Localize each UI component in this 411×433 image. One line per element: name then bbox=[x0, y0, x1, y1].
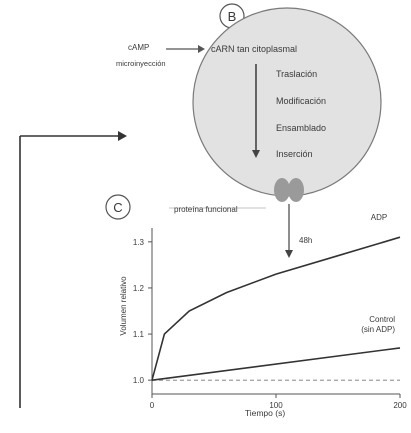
x-ticks: 0 100 200 bbox=[150, 394, 407, 410]
step-1: Traslación bbox=[276, 69, 317, 79]
x-axis-label: Tiempo (s) bbox=[245, 408, 285, 418]
panel-c: C 48h 0 100 200 1.0 1.1 1.2 1.3 ADP Control (… bbox=[105, 194, 407, 418]
legend-adp: ADP bbox=[371, 213, 387, 222]
step-2: Modificación bbox=[276, 96, 326, 106]
plot-area: 0 100 200 1.0 1.1 1.2 1.3 ADP Control (sin AD… bbox=[119, 213, 407, 418]
protein-subunit-right bbox=[288, 178, 304, 202]
y-tick-label: 1.3 bbox=[133, 238, 145, 247]
annotation-48h: 48h bbox=[299, 236, 312, 245]
input-line-1: cAMP bbox=[128, 43, 149, 52]
x-tick-label: 0 bbox=[150, 401, 155, 410]
input-line-2: microinyección bbox=[116, 59, 166, 68]
y-tick-label: 1.2 bbox=[133, 284, 145, 293]
input-arrowhead bbox=[198, 45, 205, 53]
panel-c-label-circle bbox=[105, 194, 131, 220]
x-tick-label: 200 bbox=[393, 401, 407, 410]
series-control bbox=[151, 347, 401, 381]
product-label: proteína funcional bbox=[174, 205, 238, 214]
step-4: Inserción bbox=[276, 149, 313, 159]
source-label: cARN tan citoplasmal bbox=[211, 44, 297, 54]
protein-subunit-left bbox=[274, 178, 290, 202]
panel-c-label: C bbox=[113, 200, 122, 215]
connector-arrowhead bbox=[118, 131, 127, 141]
series-adp bbox=[151, 236, 401, 381]
y-axis-label: Volumen relativo bbox=[119, 276, 128, 336]
process-arrowhead bbox=[252, 150, 260, 158]
panel-connector bbox=[19, 131, 127, 408]
y-tick-label: 1.1 bbox=[133, 330, 145, 339]
panel-b: B cAMP microinyección cARN tan citoplasm… bbox=[116, 3, 382, 214]
legend-control-line1: Control bbox=[369, 315, 395, 324]
legend-control-line2: (sin ADP) bbox=[361, 325, 395, 334]
y-ticks: 1.0 1.1 1.2 1.3 bbox=[133, 238, 152, 385]
x-tick-label: 100 bbox=[269, 401, 283, 410]
insertion-arrowhead bbox=[285, 250, 293, 258]
y-tick-label: 1.0 bbox=[133, 376, 145, 385]
panel-b-label: B bbox=[228, 9, 237, 24]
step-3: Ensamblado bbox=[276, 123, 326, 133]
